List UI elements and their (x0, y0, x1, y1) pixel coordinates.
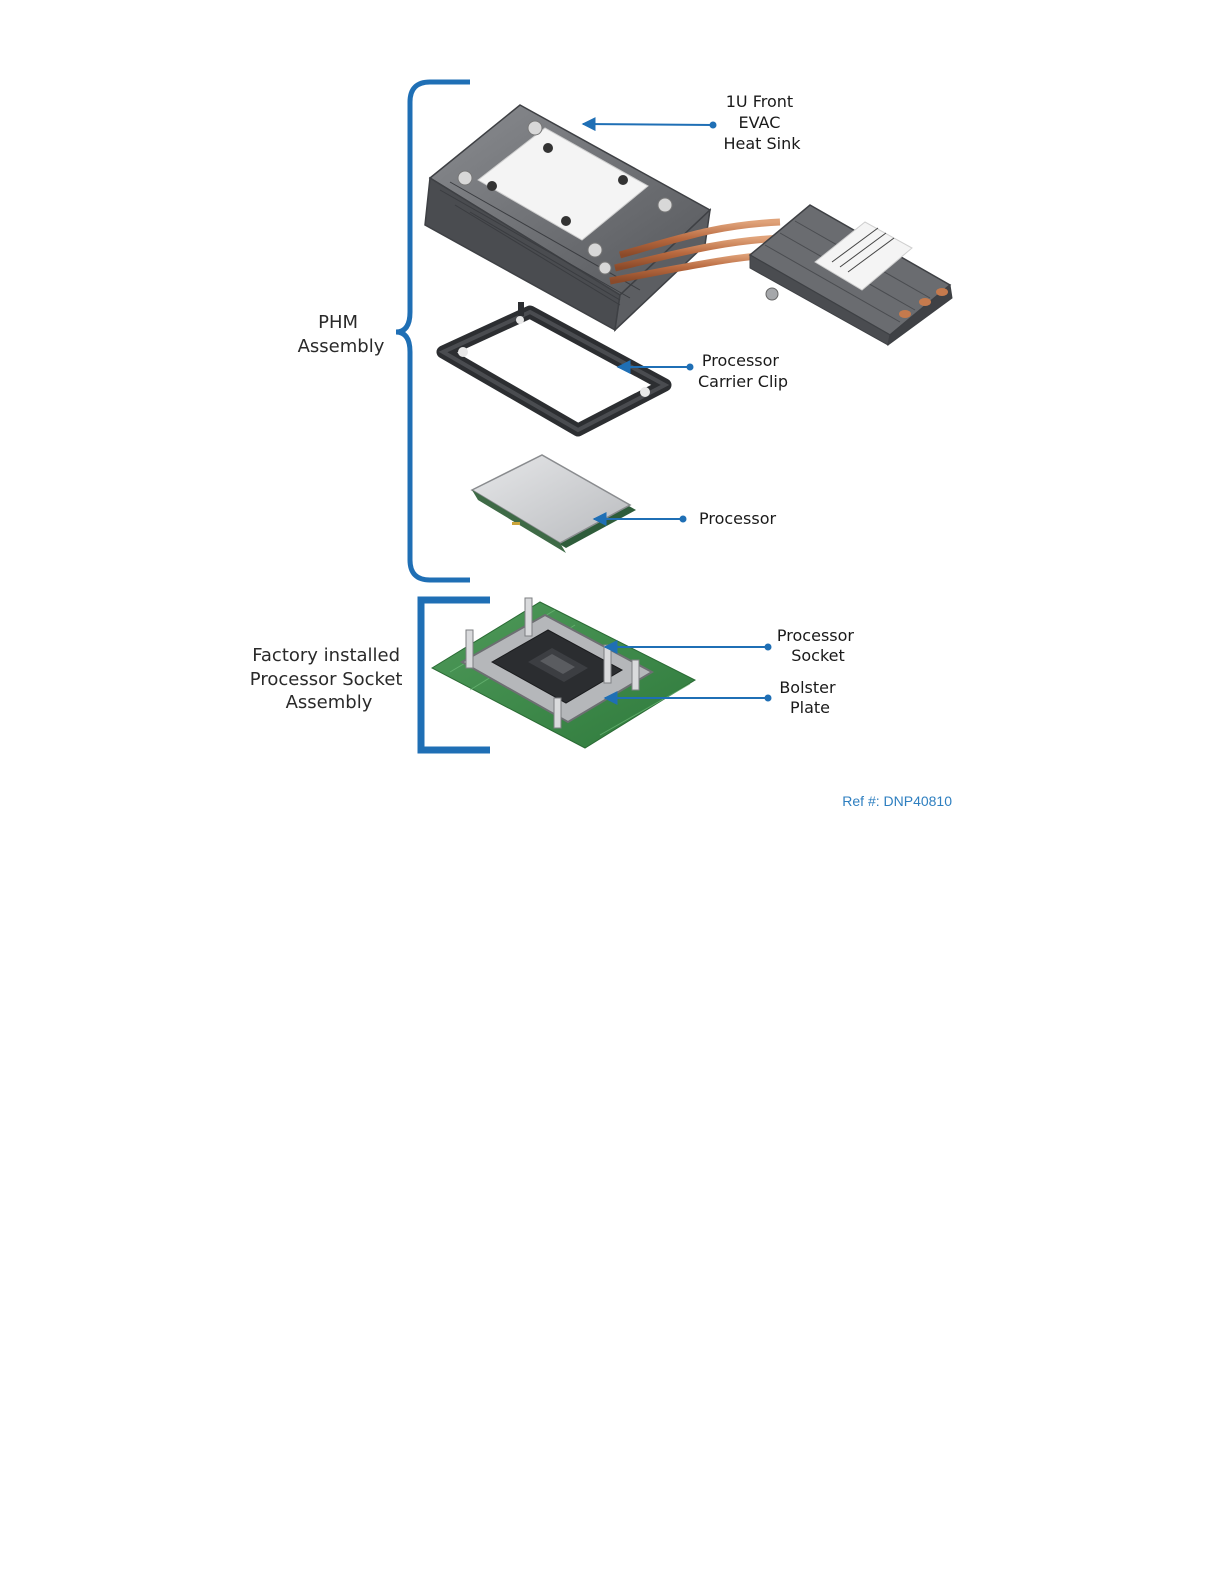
heat-sink-illustration (425, 105, 952, 345)
heat-sink-leader (583, 124, 713, 125)
processor-illustration (472, 455, 636, 553)
socket-assembly-label: Factory installed Processor Socket Assem… (250, 645, 408, 713)
processor-label: Processor (699, 509, 776, 528)
phm-assembly-label: PHM Assembly (298, 312, 385, 357)
phm-assembly-diagram: 1U Front EVAC Heat Sink Processor Carrie… (0, 0, 1224, 900)
carrier-clip-label: Processor Carrier Clip (698, 351, 788, 391)
reference-number: Ref #: DNP40810 (842, 793, 952, 809)
processor-socket-label: Processor Socket (777, 626, 859, 665)
socket-assembly-illustration (432, 598, 695, 748)
bolster-plate-label: Bolster Plate (779, 678, 840, 717)
heat-sink-label: 1U Front EVAC Heat Sink (723, 92, 801, 153)
